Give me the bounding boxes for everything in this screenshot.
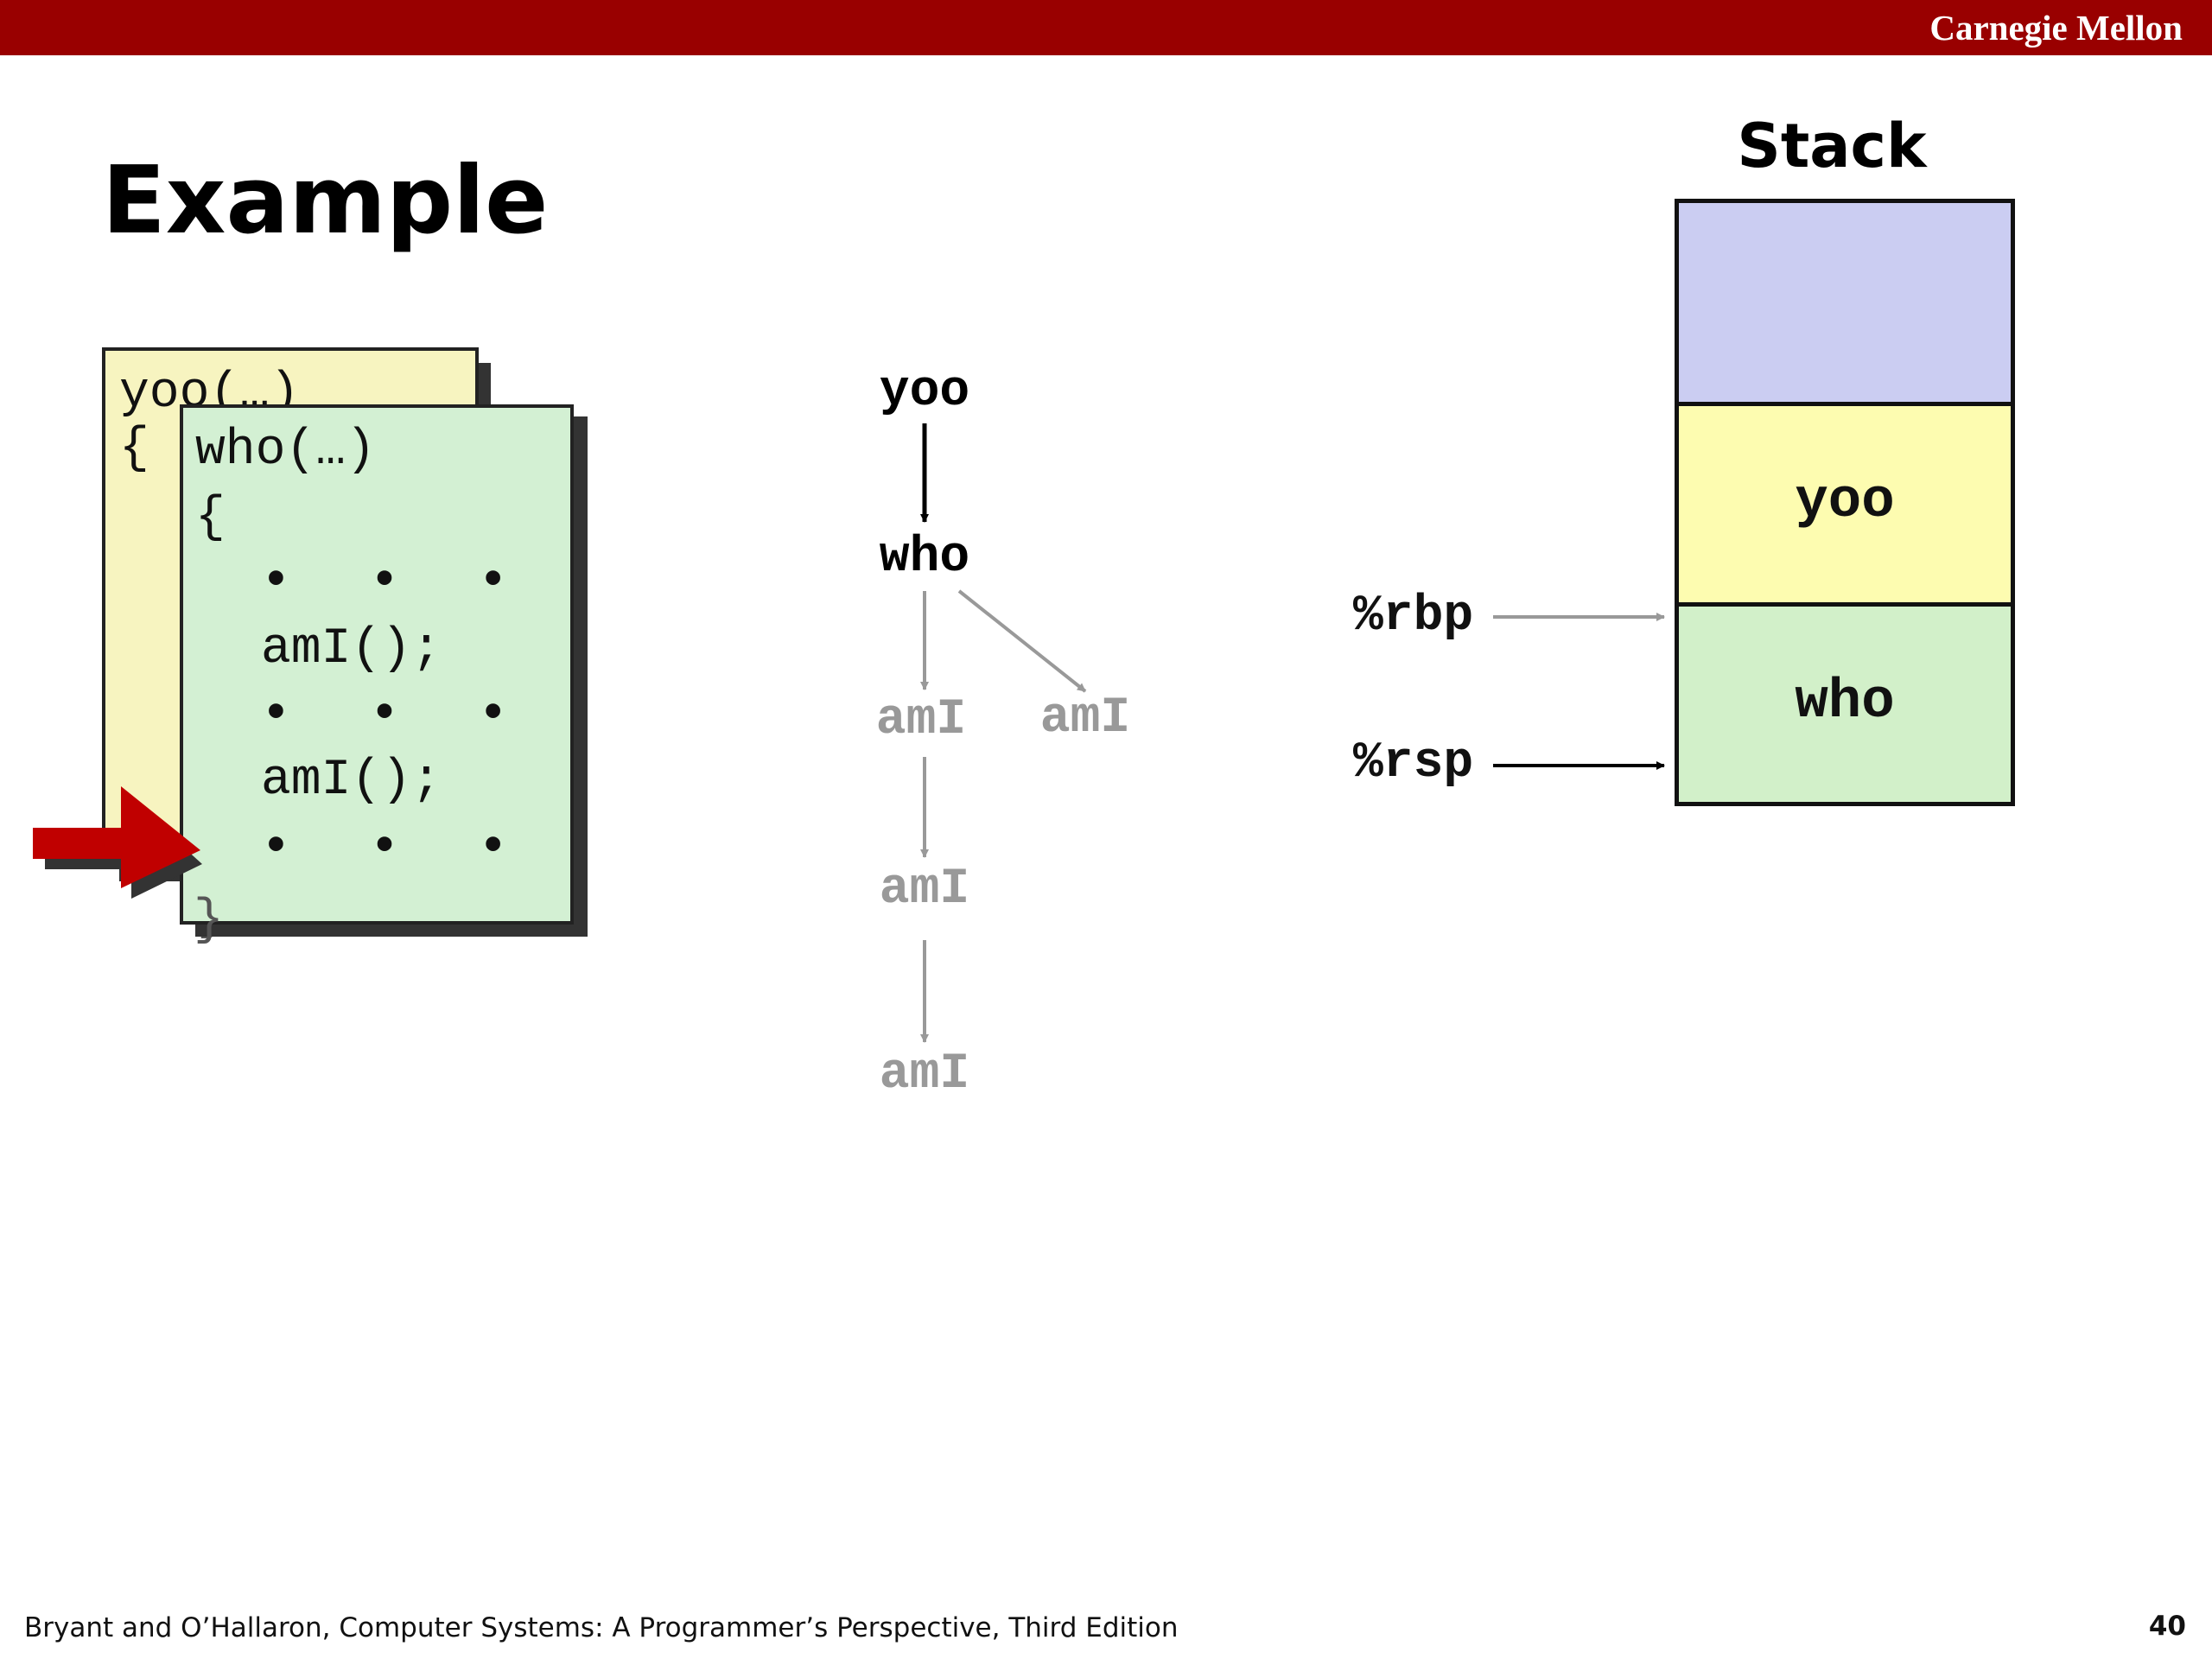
tree-node-ami-level4: amI [879, 1046, 970, 1103]
header-bar: Carnegie Mellon [0, 0, 2212, 55]
ami-call-1: amI(); [261, 621, 442, 677]
execution-pointer-arrow [33, 786, 200, 888]
ami-call-2: amI(); [261, 753, 442, 809]
front-code-card: who(…) { • • • amI(); • • • amI(); • • • [180, 404, 574, 925]
footer-citation: Bryant and O’Hallaron, Computer Systems:… [24, 1612, 1179, 1643]
stack-frame-top [1675, 199, 2015, 406]
tree-node-yoo: yoo [879, 364, 970, 420]
tree-node-who: who [879, 530, 970, 586]
stack-frame-who: who [1675, 602, 2015, 806]
edge-who-ami-right [957, 589, 1087, 693]
register-rsp-label: %rsp [1353, 735, 1474, 791]
stack-title: Stack [1737, 111, 1927, 181]
back-card-open-brace: { [119, 421, 149, 477]
page-number: 40 [2148, 1611, 2186, 1642]
tree-node-ami-right: amI [1039, 690, 1131, 747]
front-card-open-brace: { [195, 490, 226, 546]
stack-frame-who-label: who [1795, 671, 1895, 734]
ellipsis-line-1: • • • [261, 554, 533, 610]
stack-frame-yoo: yoo [1675, 402, 2015, 607]
front-card-close-brace: } [194, 893, 224, 949]
ellipsis-line-3: • • • [261, 820, 533, 876]
front-card-signature: who(…) [195, 423, 376, 479]
tree-node-ami-left: amI [875, 692, 967, 748]
tree-node-ami-level3: amI [879, 861, 970, 918]
ellipsis-line-2: • • • [261, 687, 533, 743]
slide-title: Example [102, 147, 549, 255]
brand-name: Carnegie Mellon [1929, 8, 2183, 48]
stack-frame-yoo-label: yoo [1795, 471, 1895, 533]
register-rbp-label: %rbp [1353, 588, 1474, 645]
